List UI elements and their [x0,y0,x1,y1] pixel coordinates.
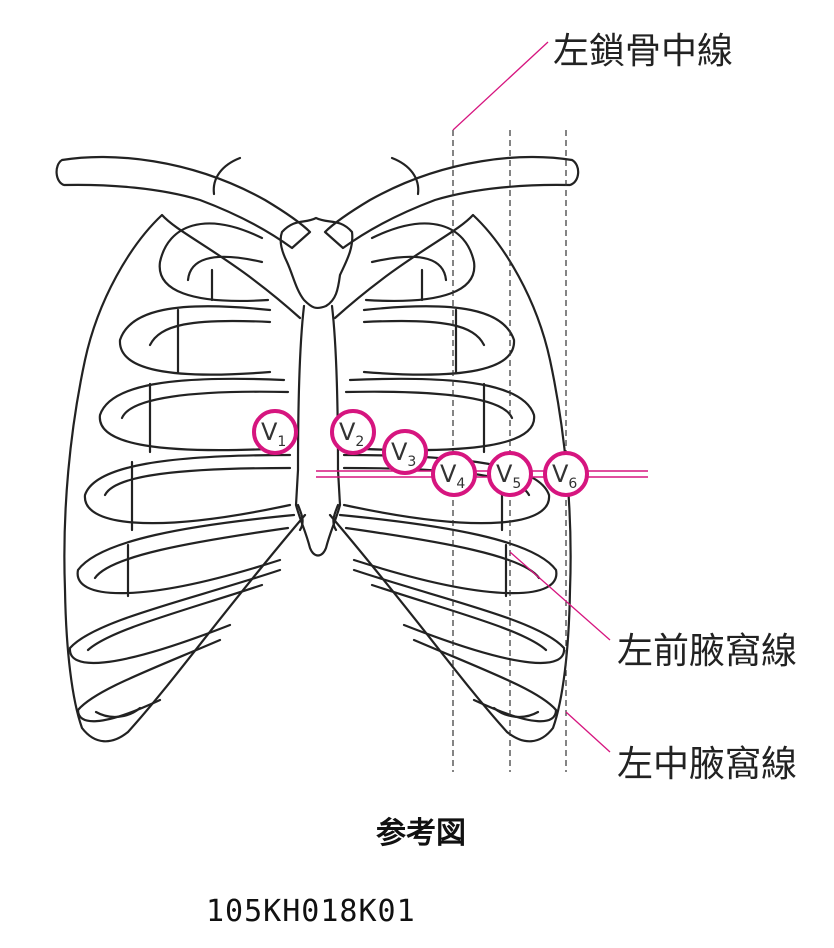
electrode-label-v4: V4 [440,460,465,492]
electrode-circle-v5 [487,451,533,497]
electrode-label-v2: V2 [339,418,364,450]
label-left-anterior-axillary-line: 左前腋窩線 [617,631,798,672]
electrode-label-v3: V3 [391,438,416,470]
right-ribs [68,222,296,723]
right-clavicle [55,155,312,250]
sternum-body [294,304,342,557]
electrode-label-v5: V5 [496,460,521,492]
electrode-label-v1: V1 [261,418,286,450]
electrode-circle-v6 [543,451,589,497]
electrode-circle-v1 [252,409,298,455]
manubrium [279,216,354,310]
thorax-outline-right-side [63,213,307,743]
figure-caption: 参考図 [376,816,466,851]
left-clavicle [323,155,580,250]
leader-line-mid-axillary [565,711,611,753]
thorax-outline-left-side [328,213,572,743]
leader-line-midclavicular [452,41,549,131]
leader-line-anterior-axillary [509,551,611,641]
label-left-midclavicular-line: 左鎖骨中線 [553,31,734,72]
electrode-label-v6: V6 [552,460,577,492]
electrode-circle-v3 [382,429,428,475]
left-first-rib-hook [390,156,420,196]
figure-code: 105KH018K01 [206,894,416,929]
electrode-circle-v2 [330,409,376,455]
label-left-mid-axillary-line: 左中腋窩線 [617,744,798,785]
electrode-circle-v4 [431,451,477,497]
right-first-rib-hook [212,156,242,196]
xiphoid-process [296,503,340,532]
